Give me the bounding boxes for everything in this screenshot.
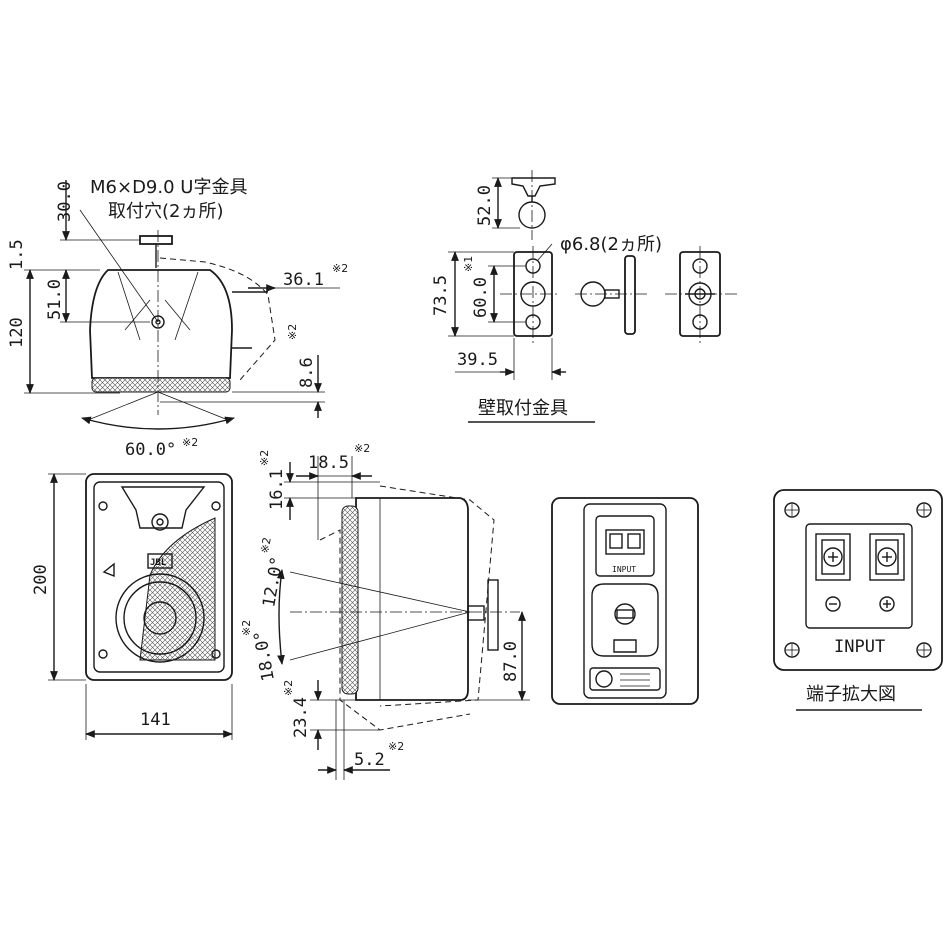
rear-body (551, 497, 699, 705)
note-mark: ※2 (388, 740, 404, 753)
angle-arc (81, 416, 235, 430)
side-grille (341, 505, 359, 695)
note-mark: ※2 (332, 262, 348, 275)
mount-note-line1: M6×D9.0 U字金具 (90, 177, 247, 198)
dim-30: 30.0 (55, 181, 75, 222)
note-mark: ※2 (258, 536, 274, 554)
top-view: M6×D9.0 U字金具 取付穴(2ヵ所) 30.0 1.5 51.0 120 … (7, 177, 348, 460)
bracket-caption: 壁取付金具 (478, 398, 568, 419)
minus-mark (825, 596, 841, 612)
note-mark: ※2 (354, 442, 370, 455)
woofer (115, 573, 205, 663)
dim-52: 52.0 (475, 185, 495, 226)
note-mark: ※2 (286, 324, 299, 340)
top-bracket (139, 235, 173, 245)
dim-87: 87.0 (501, 641, 521, 682)
dim-8-6: 8.6 (297, 357, 317, 388)
dim-141: 141 (140, 710, 171, 730)
dim-200: 200 (31, 564, 51, 595)
note-mark: ※2 (240, 620, 253, 636)
dim-73-5: 73.5 (431, 275, 451, 316)
rear-input-label: INPUT (612, 565, 636, 574)
mount-note-line2: 取付穴(2ヵ所) (108, 201, 224, 222)
bracket-top (511, 177, 556, 197)
dim-16-1: 16.1 (267, 469, 287, 510)
dim-60: 60.0 (471, 277, 491, 318)
dim-18-5: 18.5 (308, 453, 349, 473)
terminal-input-label: INPUT (834, 637, 885, 657)
terminal-caption: 端子拡大図 (806, 684, 896, 705)
hole-note: φ6.8(2ヵ所) (560, 234, 662, 255)
dim-12deg: 12.0° (259, 555, 288, 609)
top-view-grille (91, 377, 231, 393)
terminal-view: INPUT 端子拡大図 (773, 489, 943, 711)
dim-18deg: 18.0° (250, 629, 279, 683)
dim-5-2: 5.2 (354, 750, 385, 770)
dim-39-5: 39.5 (457, 350, 498, 370)
dim-60deg: 60.0° (125, 440, 176, 460)
note-mark: ※2 (282, 680, 295, 696)
bracket-view: 52.0 φ6.8(2ヵ所) 73.5 60.0 ※1 39.5 壁取付金具 (431, 170, 740, 423)
jbl-logo: JBL (150, 558, 167, 568)
dim-23-4: 23.4 (291, 697, 311, 738)
front-grille-mesh (139, 517, 216, 661)
note-mark: ※2 (258, 450, 271, 466)
front-view: JBL 200 141 (31, 473, 233, 740)
dim-120: 120 (7, 317, 27, 348)
dim-36-1: 36.1 (283, 270, 324, 290)
rear-view: INPUT (551, 497, 699, 705)
dim-51: 51.0 (45, 279, 65, 320)
tweeter-horn (120, 486, 206, 529)
side-view: 18.5 ※2 16.1 ※2 12.0° ※2 18.0° ※2 23.4 ※… (240, 442, 530, 780)
dim-1-5: 1.5 (7, 239, 27, 270)
note-mark: ※2 (182, 436, 198, 449)
note-mark-1: ※1 (462, 256, 475, 272)
plus-mark (879, 596, 895, 612)
top-view-body (89, 269, 233, 379)
